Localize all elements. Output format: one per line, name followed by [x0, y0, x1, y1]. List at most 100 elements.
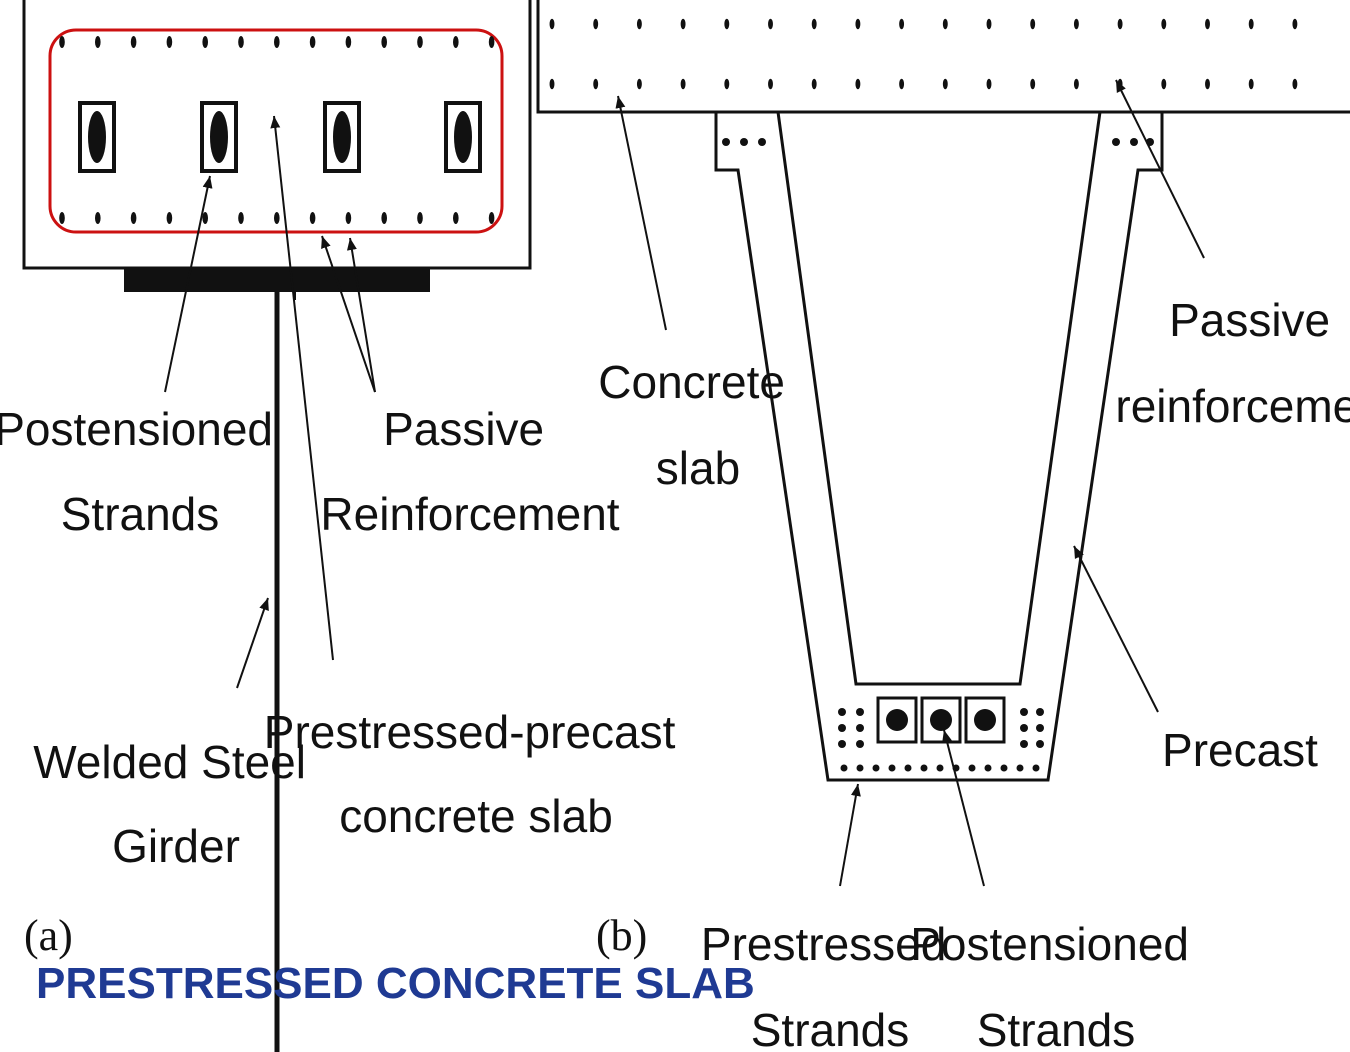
rebar-dot — [1161, 18, 1167, 30]
rebar-dot — [130, 212, 137, 224]
rebar-dot — [680, 18, 686, 30]
figure-b-leaders — [615, 79, 1205, 887]
rebar-dot — [636, 18, 642, 30]
label-passive-reinforcement-a: Passive Reinforcement — [320, 403, 619, 540]
figure-a-tag: (a) — [24, 911, 73, 960]
rebar-dot — [936, 764, 944, 772]
rebar-dot — [855, 78, 861, 90]
rebar-dot — [986, 78, 992, 90]
label-postensioned-strands-b: Postensioned Strands — [910, 918, 1202, 1052]
rebar-dot — [1073, 18, 1079, 30]
rebar-dot — [899, 78, 905, 90]
rebar-dot — [381, 212, 388, 224]
rebar-dot — [593, 78, 599, 90]
rebar-dot — [888, 764, 896, 772]
rebar-dot — [488, 212, 495, 224]
rebar-dot — [549, 18, 555, 30]
rebar-dot — [417, 36, 423, 48]
rebar-dot — [381, 36, 388, 48]
rebar-dot — [95, 212, 101, 224]
precast-beam-inner — [776, 111, 1102, 686]
figure-a-leaders — [164, 115, 376, 689]
rebar-dot — [768, 18, 773, 30]
label-precast: Precast — [1162, 724, 1318, 776]
rebar-dot — [1161, 78, 1167, 90]
girder-top-flange — [124, 268, 430, 292]
rebar-dot — [1016, 764, 1024, 772]
rebar-dot — [986, 18, 992, 30]
rebar-dot — [1032, 764, 1040, 772]
rebar-dot — [1292, 18, 1298, 30]
rebar-dot — [724, 18, 730, 30]
label-passive-reinforcement-b: Passive reinforcement — [1115, 294, 1350, 432]
rebar-dot — [968, 764, 976, 772]
rebar-dot — [488, 36, 495, 48]
label-welded-steel-girder: Welded Steel Girder — [33, 736, 319, 872]
label-postensioned-strands-a: Postensioned Strands — [0, 403, 286, 540]
rebar-dot — [1292, 78, 1298, 90]
rebar-dot — [920, 764, 928, 772]
rebar-dot — [942, 18, 948, 30]
rebar-dot — [856, 764, 864, 772]
postensioned-ducts — [78, 101, 482, 173]
precast-beam-outer — [714, 112, 1164, 782]
rebar-dot — [840, 764, 848, 772]
rebar-dot — [238, 36, 244, 48]
rebar-dot — [166, 36, 173, 48]
top-rebar-dots — [59, 36, 495, 48]
rebar-dot — [593, 18, 599, 30]
rebar-dot — [1030, 18, 1036, 30]
rebar-dot — [811, 18, 817, 30]
rebar-dot — [872, 764, 880, 772]
rebar-dot — [1030, 78, 1036, 90]
bottom-rebar-dots — [59, 212, 495, 224]
rebar-dot — [1117, 18, 1123, 30]
passive-reinforcement-cage — [48, 28, 504, 234]
rebar-dot — [274, 36, 280, 48]
rebar-dot — [309, 36, 316, 48]
rebar-dot — [95, 36, 101, 48]
label-prestressed-precast-slab: Prestressed-precast concrete slab — [264, 706, 688, 842]
rebar-dot — [417, 212, 423, 224]
label-concrete-slab: Concrete slab — [598, 356, 797, 494]
rebar-dot — [1205, 78, 1210, 90]
rebar-dot — [59, 212, 65, 224]
bottom-row-strands — [840, 764, 1040, 772]
rebar-dot — [274, 212, 280, 224]
figure-b: Concrete slab Passive reinforcement Prec… — [536, 0, 1350, 1052]
rebar-dot — [59, 36, 65, 48]
rebar-dot — [453, 212, 459, 224]
rebar-dot — [1000, 764, 1008, 772]
postensioned-ducts-b — [876, 696, 1006, 744]
rebar-dot — [1073, 78, 1079, 90]
bottom-flange-strands — [838, 708, 1044, 748]
rebar-dot — [345, 212, 352, 224]
rebar-dot — [345, 36, 352, 48]
rebar-dot — [811, 78, 817, 90]
figure-b-tag: (b) — [596, 911, 647, 960]
figure-caption: PRESTRESSED CONCRETE SLAB — [36, 959, 755, 1008]
rebar-dot — [166, 212, 173, 224]
rebar-dot — [1248, 18, 1254, 30]
label-prestressed-strands: Prestressed Strands — [701, 918, 959, 1052]
flange-strands — [722, 138, 1154, 146]
rebar-dot — [130, 36, 137, 48]
rebar-dot — [724, 78, 730, 90]
figure-a: Postensioned Strands Passive Reinforceme… — [0, 0, 688, 1052]
rebar-dot — [768, 78, 773, 90]
rebar-dot — [636, 78, 642, 90]
rebar-dot — [309, 212, 316, 224]
rebar-dot — [904, 764, 912, 772]
rebar-dot — [942, 78, 948, 90]
rebar-dot — [202, 212, 208, 224]
rebar-dot — [899, 18, 905, 30]
rebar-dot — [1248, 78, 1254, 90]
rebar-dot — [680, 78, 686, 90]
rebar-dot — [984, 764, 992, 772]
rebar-dot — [549, 78, 555, 90]
rebar-dot — [1205, 18, 1210, 30]
rebar-dot — [238, 212, 244, 224]
concrete-slab — [536, 0, 1350, 114]
rebar-dot — [855, 18, 861, 30]
